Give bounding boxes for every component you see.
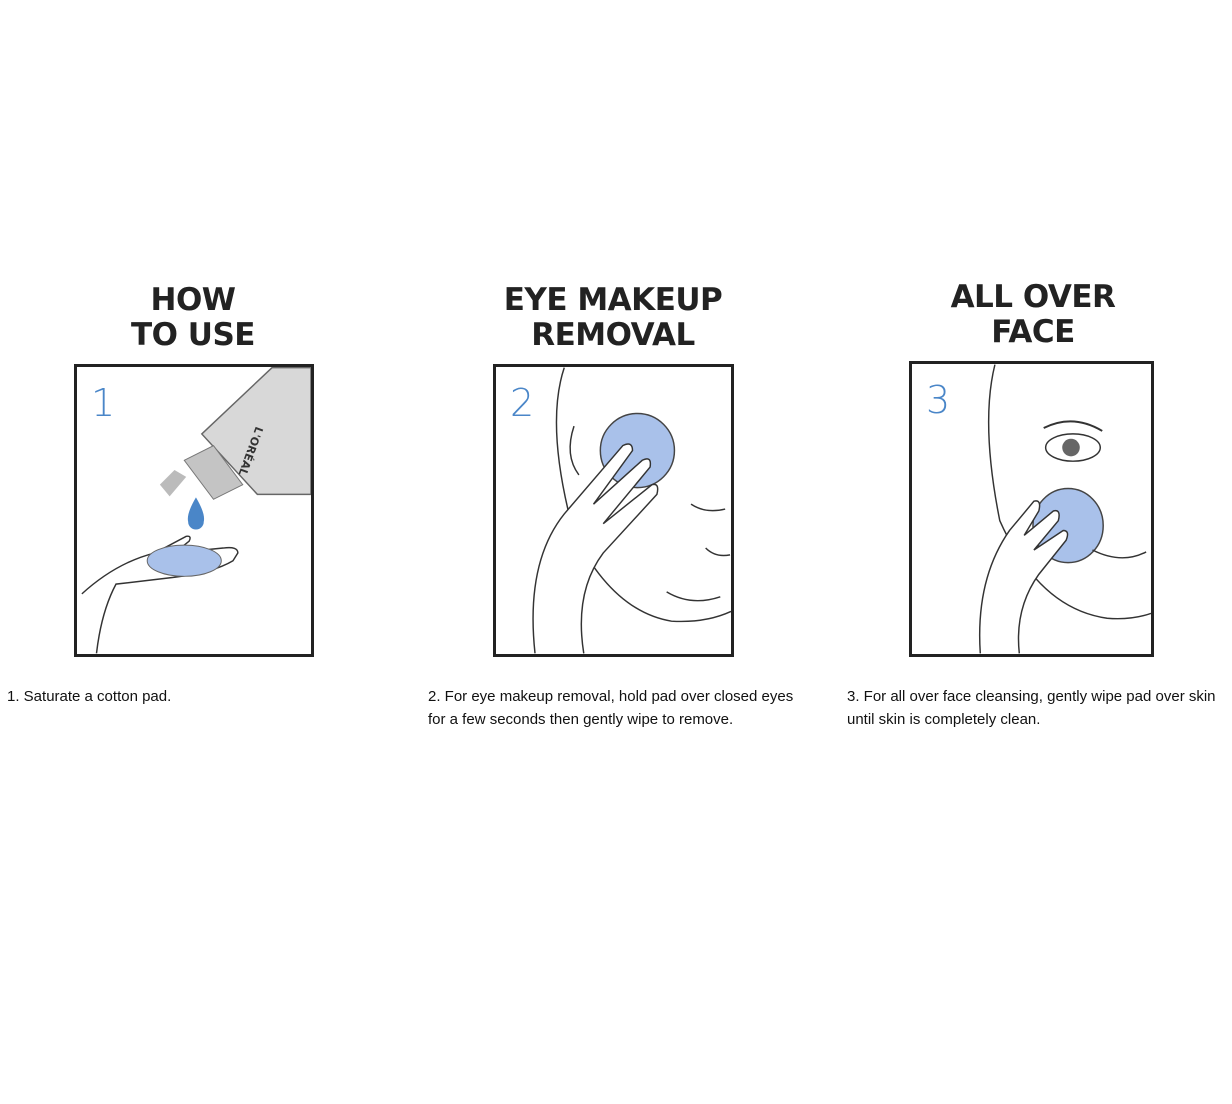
eye-removal-illustration xyxy=(532,367,731,654)
step-1-caption: 1. Saturate a cotton pad. xyxy=(7,688,172,705)
face-cleansing-illustration xyxy=(979,364,1151,654)
title-line: REMOVAL xyxy=(531,317,695,353)
step-1-title: HOW TO USE xyxy=(33,283,353,353)
step-number: 1 xyxy=(91,381,116,425)
step-3-title: ALL OVER FACE xyxy=(873,280,1193,350)
step-number: 2 xyxy=(510,381,535,425)
step-2-illustration: 2 xyxy=(493,364,734,657)
step-1-illustration: L'ORÉAL 1 xyxy=(74,364,314,657)
title-line: FACE xyxy=(991,314,1075,350)
bottle-icon xyxy=(159,367,311,500)
hand-with-bottle-illustration xyxy=(81,367,311,654)
step-2-title: EYE MAKEUP REMOVAL xyxy=(453,283,773,353)
cotton-pad-icon xyxy=(146,544,222,577)
drop-icon xyxy=(187,497,205,530)
title-line: TO USE xyxy=(131,317,255,353)
title-line: HOW xyxy=(150,282,237,318)
step-3-caption: 3. For all over face cleansing, gently w… xyxy=(847,688,1216,728)
step-2-caption: 2. For eye makeup removal, hold pad over… xyxy=(428,688,794,728)
step-3-illustration: 3 xyxy=(909,361,1154,657)
step-number: 3 xyxy=(926,378,951,422)
title-line: EYE MAKEUP xyxy=(503,282,723,318)
title-line: ALL OVER xyxy=(950,279,1116,315)
